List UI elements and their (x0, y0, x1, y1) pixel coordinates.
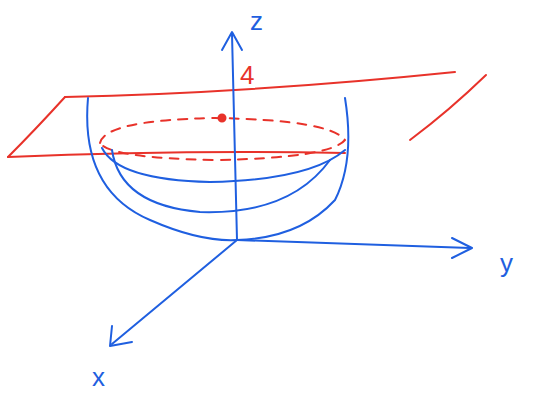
arrowhead (110, 326, 132, 346)
axis-label: y (500, 250, 513, 276)
point (219, 115, 226, 122)
plane-edge (65, 72, 455, 97)
z-axis (232, 34, 237, 240)
arrowhead (222, 32, 242, 50)
axis-label: z (250, 8, 263, 34)
y-axis (237, 240, 470, 248)
level-value: 4 (240, 62, 254, 88)
axis-label: x (92, 364, 105, 390)
bowl-outline (87, 98, 348, 240)
plane-edge (410, 75, 486, 140)
plane-edge (8, 97, 65, 157)
bowl-curve (102, 148, 345, 182)
arrowhead (452, 238, 472, 258)
bowl (87, 32, 472, 346)
x-axis (112, 240, 237, 344)
intersection-circle (100, 118, 345, 160)
